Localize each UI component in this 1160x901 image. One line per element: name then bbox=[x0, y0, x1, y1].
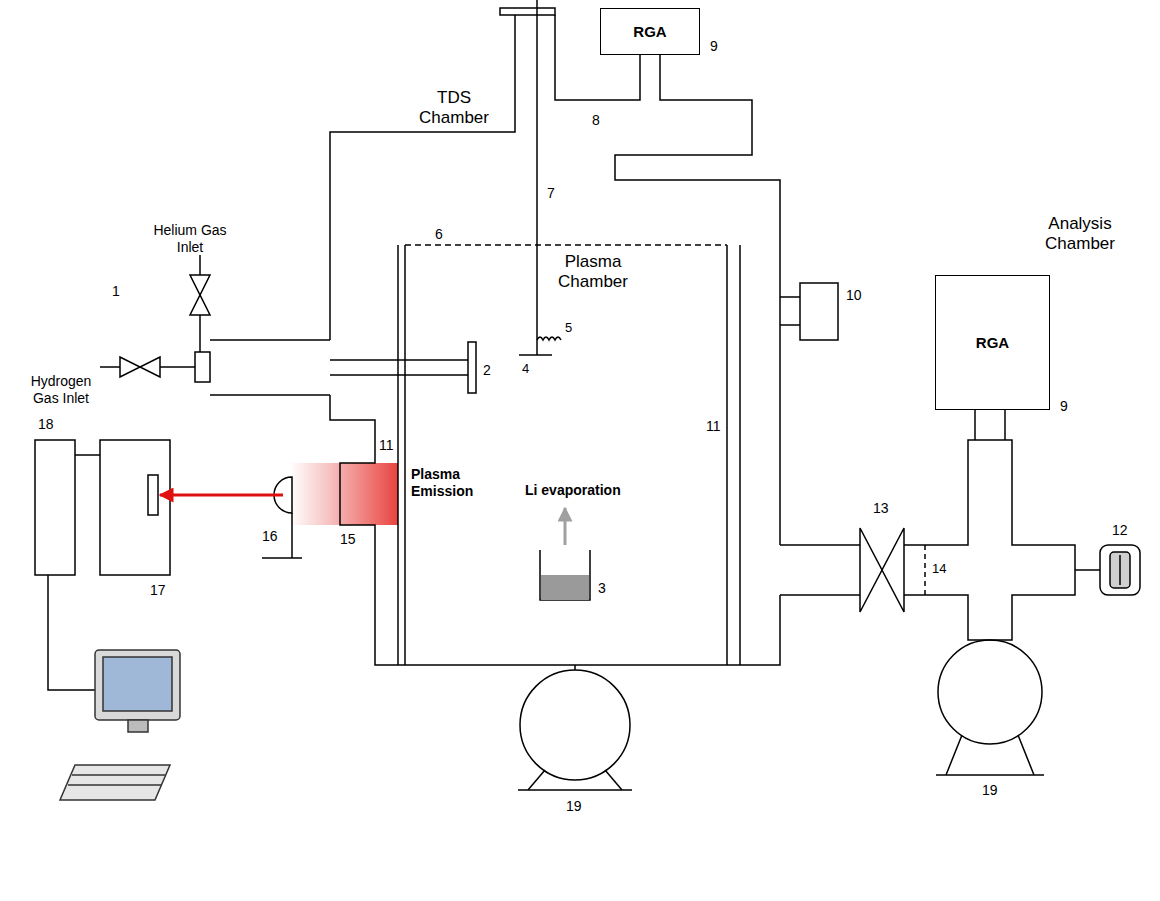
gas-inlet-label: Helium Gas Inlet bbox=[150, 222, 230, 256]
callout-number: 3 bbox=[598, 580, 606, 597]
callout-number: 17 bbox=[150, 582, 166, 599]
callout-number: 1 bbox=[112, 283, 120, 300]
callout-number: 11 bbox=[379, 437, 394, 454]
callout-number: 16 bbox=[262, 528, 278, 545]
callout-number: 11 bbox=[706, 418, 721, 435]
rga-box: RGA bbox=[600, 8, 700, 55]
callout-number: 19 bbox=[982, 782, 998, 799]
mesh-grid bbox=[405, 244, 727, 246]
callout-number: 9 bbox=[1060, 398, 1068, 415]
callout-number: 12 bbox=[1112, 522, 1128, 539]
callout-number: 5 bbox=[565, 320, 572, 336]
process-label: Li evaporation bbox=[525, 482, 621, 499]
mesh-grid bbox=[924, 545, 926, 595]
callout-number: 9 bbox=[710, 38, 718, 55]
valve-symbol bbox=[120, 275, 904, 612]
gas-inlet-label: Hydrogen Gas Inlet bbox=[22, 373, 100, 407]
callout-number: 6 bbox=[435, 226, 443, 243]
chamber-name: TDS Chamber bbox=[418, 88, 490, 129]
box-label: RGA bbox=[976, 334, 1009, 351]
callout-number: 8 bbox=[592, 112, 600, 129]
computer-icon bbox=[60, 650, 180, 800]
callout-number: 15 bbox=[340, 531, 356, 548]
callout-number: 10 bbox=[846, 287, 862, 304]
emission-label: Plasma Emission bbox=[411, 466, 483, 500]
chamber-walls bbox=[35, 0, 1140, 790]
rga-box: RGA bbox=[935, 275, 1050, 410]
callout-number: 14 bbox=[932, 561, 946, 577]
callout-number: 13 bbox=[873, 500, 889, 517]
callout-number: 18 bbox=[38, 416, 54, 433]
callout-number: 2 bbox=[483, 362, 491, 379]
callout-number: 4 bbox=[522, 361, 529, 377]
callout-number: 19 bbox=[566, 798, 582, 815]
vapour-arrow bbox=[564, 508, 567, 545]
emission-arrow bbox=[160, 494, 283, 497]
lithium-melt bbox=[541, 575, 589, 600]
callout-number: 7 bbox=[547, 185, 555, 202]
chamber-name: Analysis Chamber bbox=[1030, 214, 1130, 255]
box-label: RGA bbox=[633, 23, 666, 40]
plasma-emission-band bbox=[290, 463, 398, 525]
chamber-name: Plasma Chamber bbox=[548, 252, 638, 293]
